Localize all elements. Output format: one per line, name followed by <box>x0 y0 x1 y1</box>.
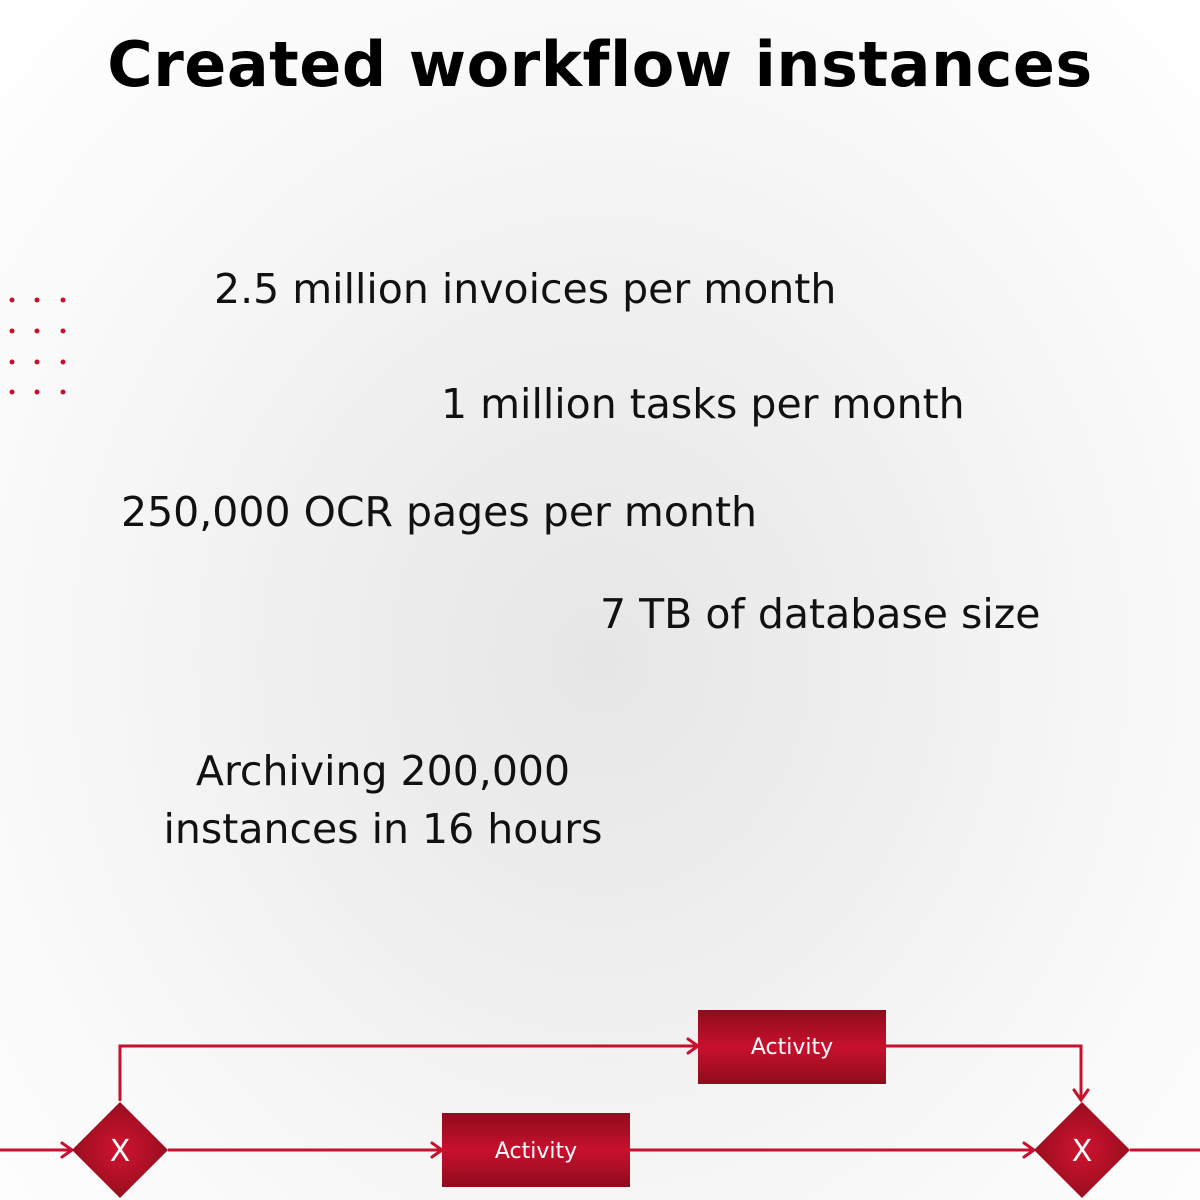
flow-connectors <box>0 1044 1200 1152</box>
dot-grid-decoration <box>9 297 66 395</box>
gateway-left: X <box>72 1102 168 1198</box>
stat-invoices: 2.5 million invoices per month <box>214 265 837 313</box>
workflow-diagram: Activity Activity X X <box>0 1010 1200 1198</box>
stat-archiving-line1: Archiving 200,000 <box>195 747 571 795</box>
gateway-right: X <box>1034 1102 1130 1198</box>
activity-bottom-label: Activity <box>495 1139 577 1164</box>
stat-tasks: 1 million tasks per month <box>441 380 965 428</box>
stat-ocr-pages: 250,000 OCR pages per month <box>121 488 758 536</box>
stat-database-size: 7 TB of database size <box>600 590 1041 638</box>
activity-box-top: Activity <box>698 1010 886 1084</box>
page-title: Created workflow instances <box>107 28 1093 101</box>
gateway-right-label: X <box>1072 1134 1093 1169</box>
activity-top-label: Activity <box>751 1035 833 1060</box>
stat-archiving: Archiving 200,000 instances in 16 hours <box>150 742 616 858</box>
activity-box-bottom: Activity <box>442 1113 630 1187</box>
gateway-left-label: X <box>110 1134 131 1169</box>
stat-archiving-line2: instances in 16 hours <box>163 805 603 853</box>
